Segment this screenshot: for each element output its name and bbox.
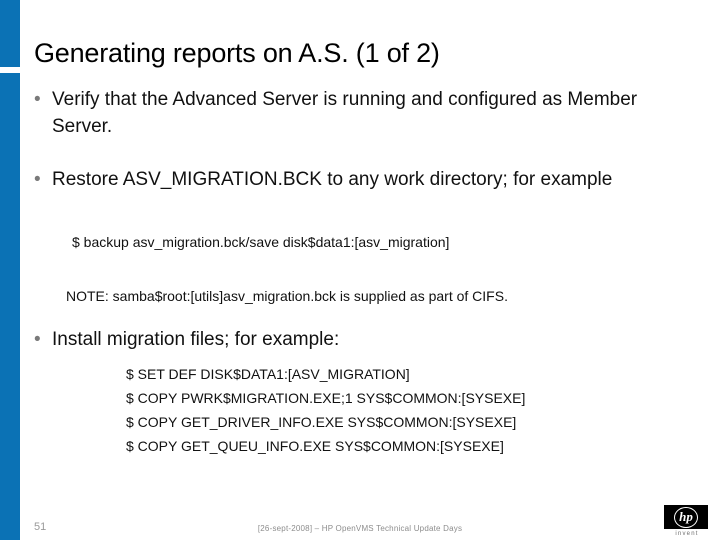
left-accent-bar-bottom [0,73,20,540]
bullet-marker-icon: • [34,329,41,350]
bullet-item-3-text: Install migration files; for example: [52,329,340,350]
hp-logo-text: hp [674,506,698,528]
code-line: $ COPY GET_DRIVER_INFO.EXE SYS$COMMON:[S… [126,414,517,430]
command-backup-line: $ backup asv_migration.bck/save disk$dat… [72,234,450,250]
hp-logo: hp invent [664,505,710,537]
bullet-item-2-text: Restore ASV_MIGRATION.BCK to any work di… [52,169,613,190]
note-line: NOTE: samba$root:[utils]asv_migration.bc… [66,288,508,304]
hp-logo-mark-icon: hp [664,505,708,529]
code-line: $ COPY PWRK$MIGRATION.EXE;1 SYS$COMMON:[… [126,390,526,406]
code-line: $ COPY GET_QUEU_INFO.EXE SYS$COMMON:[SYS… [126,438,504,454]
code-line: $ SET DEF DISK$DATA1:[ASV_MIGRATION] [126,366,410,382]
bullet-item-1-text: Verify that the Advanced Server is runni… [52,89,638,137]
page-number: 51 [34,521,47,533]
bullet-marker-icon: • [34,89,41,110]
slide-title: Generating reports on A.S. (1 of 2) [34,38,440,68]
bullet-item-3: • Install migration files; for example: [34,326,694,353]
bullet-item-2: • Restore ASV_MIGRATION.BCK to any work … [34,166,694,193]
left-accent-bar-top [0,0,20,67]
code-block: $ SET DEF DISK$DATA1:[ASV_MIGRATION] $ C… [126,364,525,460]
footer-center-text: [26-sept-2008] – HP OpenVMS Technical Up… [257,524,463,533]
hp-logo-tagline: invent [675,531,699,537]
bullet-marker-icon: • [34,169,41,190]
bullet-item-1: • Verify that the Advanced Server is run… [34,86,694,140]
